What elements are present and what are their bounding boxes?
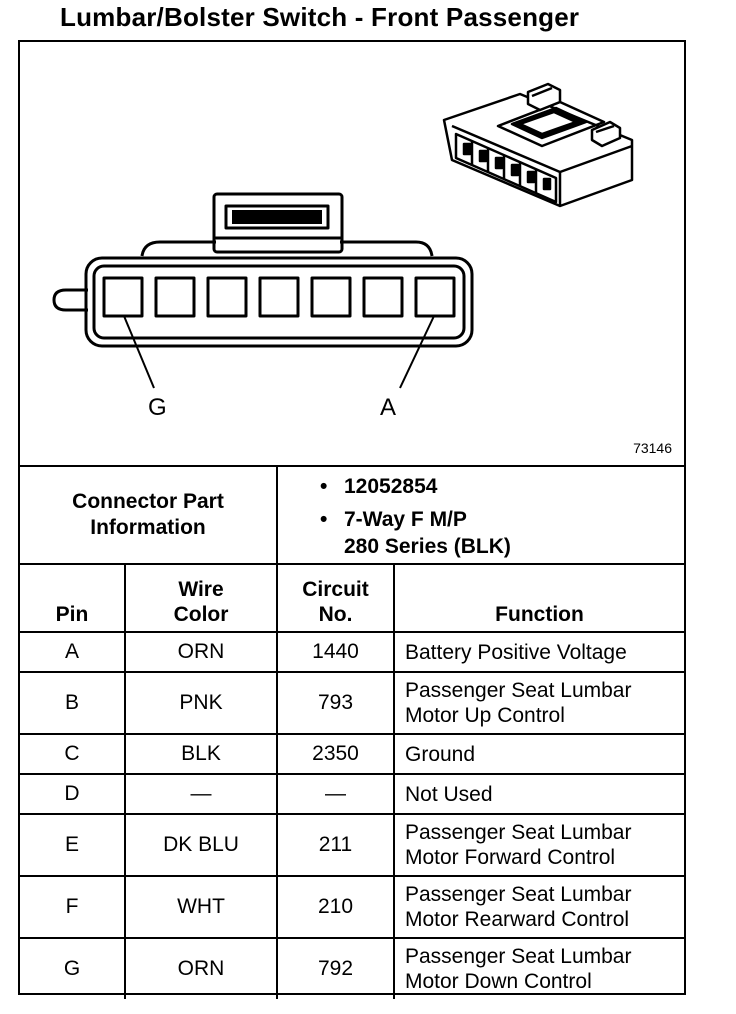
wire-color-cell: —: [124, 773, 278, 815]
bullet: •: [320, 508, 328, 531]
function-line2: Motor Forward Control: [405, 846, 616, 869]
wire-color-cell: DK BLU: [124, 813, 278, 877]
function-line1: Passenger Seat Lumbar: [405, 883, 632, 906]
circuit-cell: —: [276, 773, 395, 815]
bullet: •: [320, 475, 328, 498]
pinout-table: Pin Wire Color Circuit No. Function A OR…: [20, 565, 684, 999]
table-header-row: Pin Wire Color Circuit No. Function: [20, 565, 684, 633]
description-line1: 7-Way F M/P: [344, 508, 467, 531]
wire-color-cell: BLK: [124, 733, 278, 775]
connector-diagram: G A 73146: [20, 42, 684, 465]
pin-cell: F: [20, 875, 126, 939]
function-cell: Passenger Seat Lumbar Motor Rearward Con…: [393, 875, 684, 939]
table-row: B PNK 793 Passenger Seat Lumbar Motor Up…: [20, 671, 684, 735]
pin-cell: D: [20, 773, 126, 815]
header-circuit-line2: No.: [318, 603, 353, 626]
function-cell: Battery Positive Voltage: [393, 631, 684, 673]
header-wire-color-line1: Wire: [178, 578, 224, 601]
function-cell: Passenger Seat Lumbar Motor Up Control: [393, 671, 684, 735]
circuit-cell: 1440: [276, 631, 395, 673]
function-line2: Motor Up Control: [405, 704, 565, 727]
header-circuit: Circuit No.: [276, 565, 395, 633]
pin-cell: A: [20, 631, 126, 673]
circuit-cell: 2350: [276, 733, 395, 775]
function-cell: Passenger Seat Lumbar Motor Forward Cont…: [393, 813, 684, 877]
page-title: Lumbar/Bolster Switch - Front Passenger: [60, 2, 580, 32]
header-wire-color: Wire Color: [124, 565, 278, 633]
function-cell: Passenger Seat Lumbar Motor Down Control: [393, 937, 684, 999]
header-circuit-line1: Circuit: [302, 578, 369, 601]
connector-face-drawing: [52, 82, 634, 389]
table-row: A ORN 1440 Battery Positive Voltage: [20, 631, 684, 673]
function-cell: Ground: [393, 733, 684, 775]
function-cell: Not Used: [393, 773, 684, 815]
wire-color-cell: ORN: [124, 631, 278, 673]
part-number-item: • 12052854: [320, 473, 511, 500]
function-line1: Passenger Seat Lumbar: [405, 945, 632, 968]
wire-color-cell: ORN: [124, 937, 278, 999]
pin-cell: C: [20, 733, 126, 775]
header-pin: Pin: [20, 565, 126, 633]
pin-cell: B: [20, 671, 126, 735]
connector-info-values: • 12052854 • 7-Way F M/P 280 Series (BLK…: [320, 473, 511, 560]
pin-a-callout: A: [380, 394, 397, 421]
connector-part-info: Connector Part Information • 12052854 • …: [20, 465, 684, 565]
description-line2: 280 Series (BLK): [344, 535, 511, 558]
connector-info-label-line1: Connector Part: [72, 490, 224, 513]
function-line2: Motor Rearward Control: [405, 908, 630, 931]
table-row: E DK BLU 211 Passenger Seat Lumbar Motor…: [20, 813, 684, 877]
wire-color-cell: WHT: [124, 875, 278, 939]
description-item: • 7-Way F M/P 280 Series (BLK): [320, 506, 511, 560]
connector-info-label: Connector Part Information: [20, 467, 278, 563]
pin-g-callout: G: [148, 394, 167, 421]
pin-cell: E: [20, 813, 126, 877]
table-row: C BLK 2350 Ground: [20, 733, 684, 775]
function-line2: Motor Down Control: [405, 970, 592, 993]
circuit-cell: 210: [276, 875, 395, 939]
header-wire-color-line2: Color: [173, 603, 229, 626]
connector-info-label-line2: Information: [90, 516, 206, 539]
part-number: 12052854: [344, 475, 438, 498]
table-row: F WHT 210 Passenger Seat Lumbar Motor Re…: [20, 875, 684, 939]
header-function: Function: [393, 565, 684, 633]
function-line1: Passenger Seat Lumbar: [405, 821, 632, 844]
wire-color-cell: PNK: [124, 671, 278, 735]
pin-cell: G: [20, 937, 126, 999]
figure-number: 73146: [633, 440, 672, 456]
circuit-cell: 792: [276, 937, 395, 999]
circuit-cell: 211: [276, 813, 395, 877]
table-row: G ORN 792 Passenger Seat Lumbar Motor Do…: [20, 937, 684, 999]
circuit-cell: 793: [276, 671, 395, 735]
function-line1: Passenger Seat Lumbar: [405, 679, 632, 702]
connector-sheet: G A 73146 Connector Part Information • 1…: [18, 40, 686, 999]
table-row: D — — Not Used: [20, 773, 684, 815]
